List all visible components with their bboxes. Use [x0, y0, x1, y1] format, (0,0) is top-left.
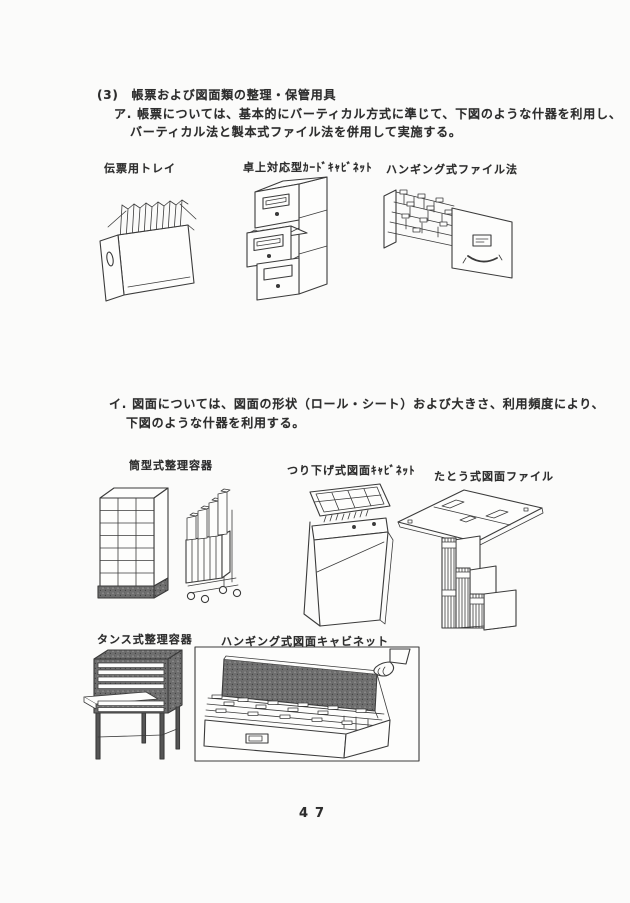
label-desktop-card-cabinet: 卓上対応型ｶｰﾄﾞｷｬﾋﾞﾈｯﾄ	[243, 161, 373, 174]
slip-tray-illustration	[94, 183, 206, 303]
page-number: 47	[298, 806, 332, 821]
tatou-drawing-file-open-illustration	[394, 482, 546, 546]
label-tube-type-container: 筒型式整理容器	[129, 459, 213, 472]
label-hanging-file-method: ハンギング式ファイル法	[386, 163, 518, 176]
label-hanging-drawing-cabinet: ハンギング式図面キャビネット	[221, 635, 389, 648]
paragraph-i-line1: イ. 図面については、図面の形状（ロール・シート）および大きさ、利用頻度により、	[109, 397, 605, 411]
hanging-file-method-illustration	[380, 178, 518, 284]
paragraph-a-line1: ア. 帳票については、基本的にバーティカル方式に準じて、下図のような什器を利用し…	[114, 107, 622, 121]
hanging-drawing-cabinet-illustration	[194, 646, 420, 762]
label-chest-type-container: タンス式整理容器	[97, 633, 193, 646]
label-slip-tray: 伝票用トレイ	[104, 162, 176, 175]
label-tatou-drawing-file: たとう式図面ファイル	[434, 470, 554, 483]
paragraph-i-line2: 下図のような什器を利用する。	[126, 416, 306, 430]
tatou-drawing-file-stack-illustration	[430, 530, 528, 632]
section-heading: (3) 帳票および図面類の整理・保管用具	[97, 88, 337, 102]
paragraph-a-line2: バーティカル法と製本式ファイル法を併用して実施する。	[130, 125, 462, 139]
suspended-drawing-cabinet-illustration	[290, 480, 402, 630]
label-suspended-drawing-cabinet: つり下げ式図面ｷｬﾋﾞﾈｯﾄ	[287, 464, 416, 477]
desktop-card-cabinet-illustration	[243, 170, 341, 302]
chest-type-container-illustration	[82, 645, 194, 765]
tube-type-container-illustration	[92, 482, 242, 606]
